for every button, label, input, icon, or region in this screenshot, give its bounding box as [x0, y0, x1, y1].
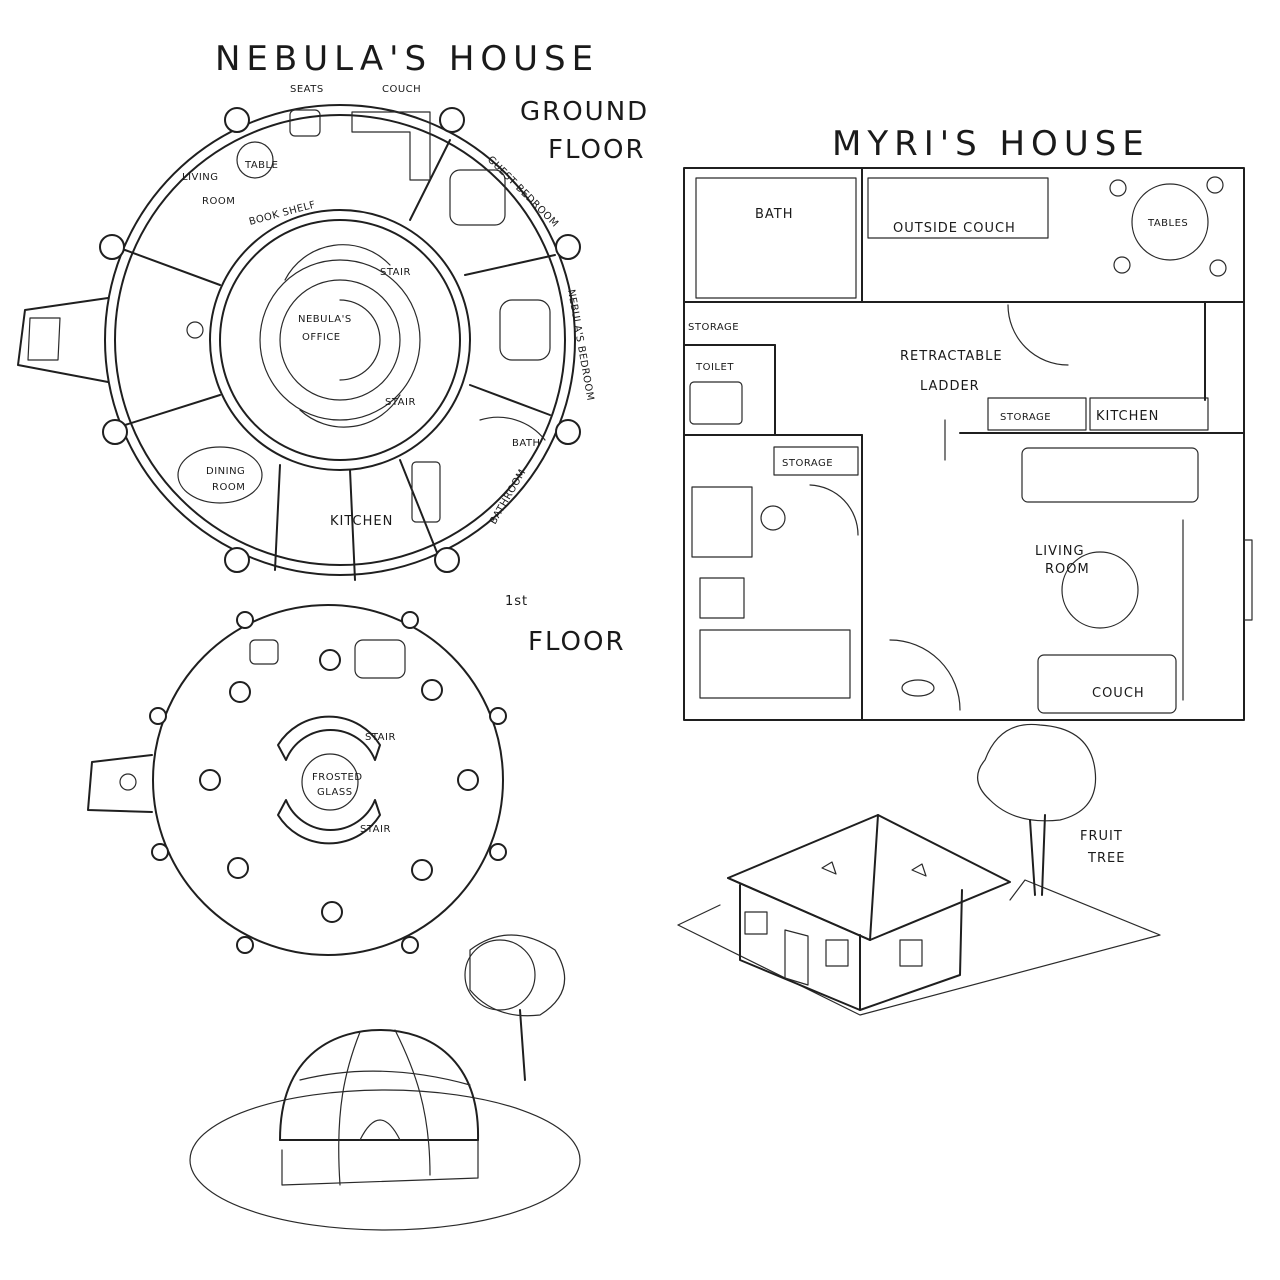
nebula-ground-floor-plan: [17, 104, 581, 581]
myri-label-bath: BATH: [755, 207, 794, 222]
label-stair-top: STAIR: [380, 267, 411, 278]
myri-label-tables: TABLES: [1147, 218, 1188, 229]
myri-label-toilet: TOILET: [695, 362, 734, 373]
myri-label-storage-2: STORAGE: [1000, 412, 1051, 423]
nebula-dome-sketch: [189, 934, 581, 1231]
myri-house-sketch: [677, 723, 1161, 1016]
myri-label-kitchen: KITCHEN: [1096, 409, 1159, 424]
myri-label-fruit-tree-2: TREE: [1087, 851, 1125, 866]
label-office: NEBULA'S: [298, 314, 352, 325]
label-couch: COUCH: [382, 84, 421, 95]
label-stair-bottom: STAIR: [385, 397, 416, 408]
label-guest-bedroom: GUEST BEDROOM: [485, 154, 560, 229]
label-bathroom: BATHROOM: [488, 467, 528, 526]
label-living-room-2: ROOM: [202, 196, 235, 207]
label-stair-f1-top: STAIR: [365, 732, 396, 743]
label-table: TABLE: [244, 160, 278, 171]
ground-floor-label-2: FLOOR: [548, 135, 646, 165]
myri-label-ladder-2: LADDER: [920, 379, 980, 394]
myri-label-storage-1: STORAGE: [688, 322, 739, 333]
label-stair-f1-bottom: STAIR: [360, 824, 391, 835]
myri-label-fruit-tree: FRUIT: [1080, 829, 1123, 844]
myri-label-living-room-2: ROOM: [1045, 562, 1090, 577]
myri-label-couch: COUCH: [1092, 686, 1145, 701]
label-kitchen: KITCHEN: [330, 514, 393, 529]
myri-label-outside-couch: OUTSIDE COUCH: [893, 221, 1016, 236]
label-dining-room: DINING: [206, 466, 245, 477]
label-frosted-glass-2: GLASS: [317, 787, 353, 798]
first-floor-label: 1st: [505, 594, 528, 609]
ground-floor-label: GROUND: [520, 97, 649, 127]
myri-label-storage-3: STORAGE: [782, 458, 833, 469]
myri-label-ladder: RETRACTABLE: [900, 349, 1003, 364]
myri-title: MYRI'S HOUSE: [832, 124, 1150, 164]
label-office-2: OFFICE: [302, 332, 341, 343]
myri-label-living-room: LIVING: [1035, 544, 1085, 559]
nebula-title: NEBULA'S HOUSE: [215, 39, 599, 79]
label-nebulas-bedroom: NEBULA'S BEDROOM: [565, 289, 595, 402]
label-seats: SEATS: [290, 84, 324, 95]
first-floor-label-2: FLOOR: [528, 627, 626, 657]
nebula-first-floor-plan: [87, 604, 507, 956]
label-bath: BATH: [512, 438, 541, 449]
label-frosted-glass: FROSTED: [312, 772, 363, 783]
label-dining-room-2: ROOM: [212, 482, 245, 493]
label-living-room: LIVING: [182, 172, 219, 183]
myri-floor-plan: [683, 167, 1253, 721]
